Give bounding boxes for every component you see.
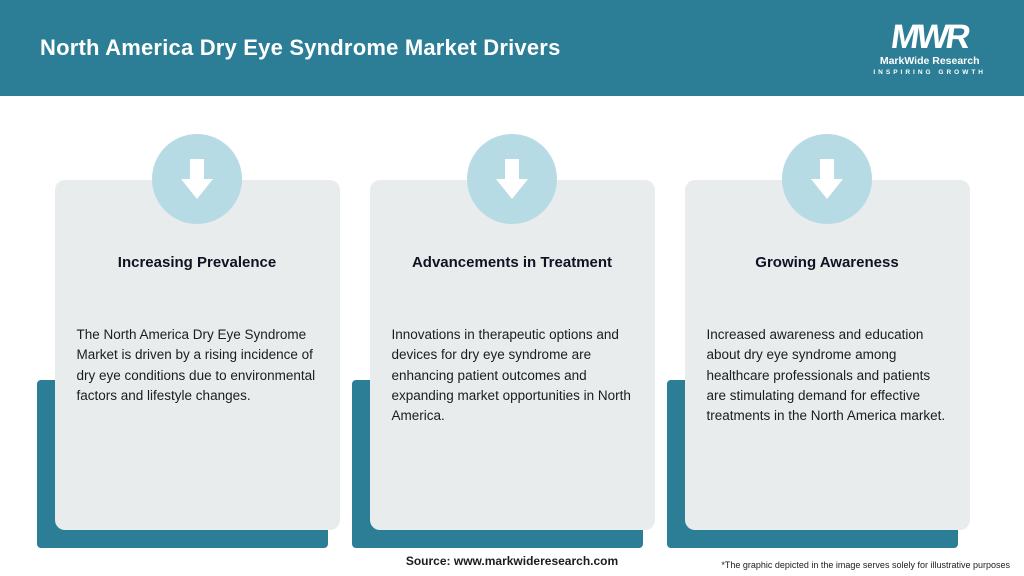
card-body: Increased awareness and education about … xyxy=(706,327,946,423)
down-arrow-icon xyxy=(782,134,872,224)
markwide-logo: MWR MarkWide Research INSPIRING GROWTH xyxy=(873,18,986,76)
source-text: Source: www.markwideresearch.com xyxy=(405,554,619,568)
card: Growing Awareness Increased awareness an… xyxy=(684,134,970,530)
card-body: The North America Dry Eye Syndrome Marke… xyxy=(76,327,316,403)
card-title: Growing Awareness xyxy=(755,254,899,271)
driver-card-1: Increasing Prevalence The North America … xyxy=(36,134,340,548)
header: North America Dry Eye Syndrome Market Dr… xyxy=(0,0,1024,96)
disclaimer-text: *The graphic depicted in the image serve… xyxy=(715,560,1010,570)
down-arrow-icon xyxy=(467,134,557,224)
card-title: Increasing Prevalence xyxy=(117,254,277,271)
driver-card-3: Growing Awareness Increased awareness an… xyxy=(666,134,970,548)
card: Advancements in Treatment Innovations in… xyxy=(369,134,655,530)
driver-cards: Increasing Prevalence The North America … xyxy=(0,134,1024,548)
card-body: Innovations in therapeutic options and d… xyxy=(391,327,631,423)
page-title: North America Dry Eye Syndrome Market Dr… xyxy=(40,35,561,60)
logo-monogram: MWR xyxy=(889,18,971,56)
card: Increasing Prevalence The North America … xyxy=(54,134,340,530)
driver-card-2: Advancements in Treatment Innovations in… xyxy=(351,134,655,548)
logo-tagline: INSPIRING GROWTH xyxy=(873,68,986,76)
down-arrow-icon xyxy=(152,134,242,224)
card-title: Advancements in Treatment xyxy=(411,254,613,271)
logo-name: MarkWide Research xyxy=(879,55,980,67)
